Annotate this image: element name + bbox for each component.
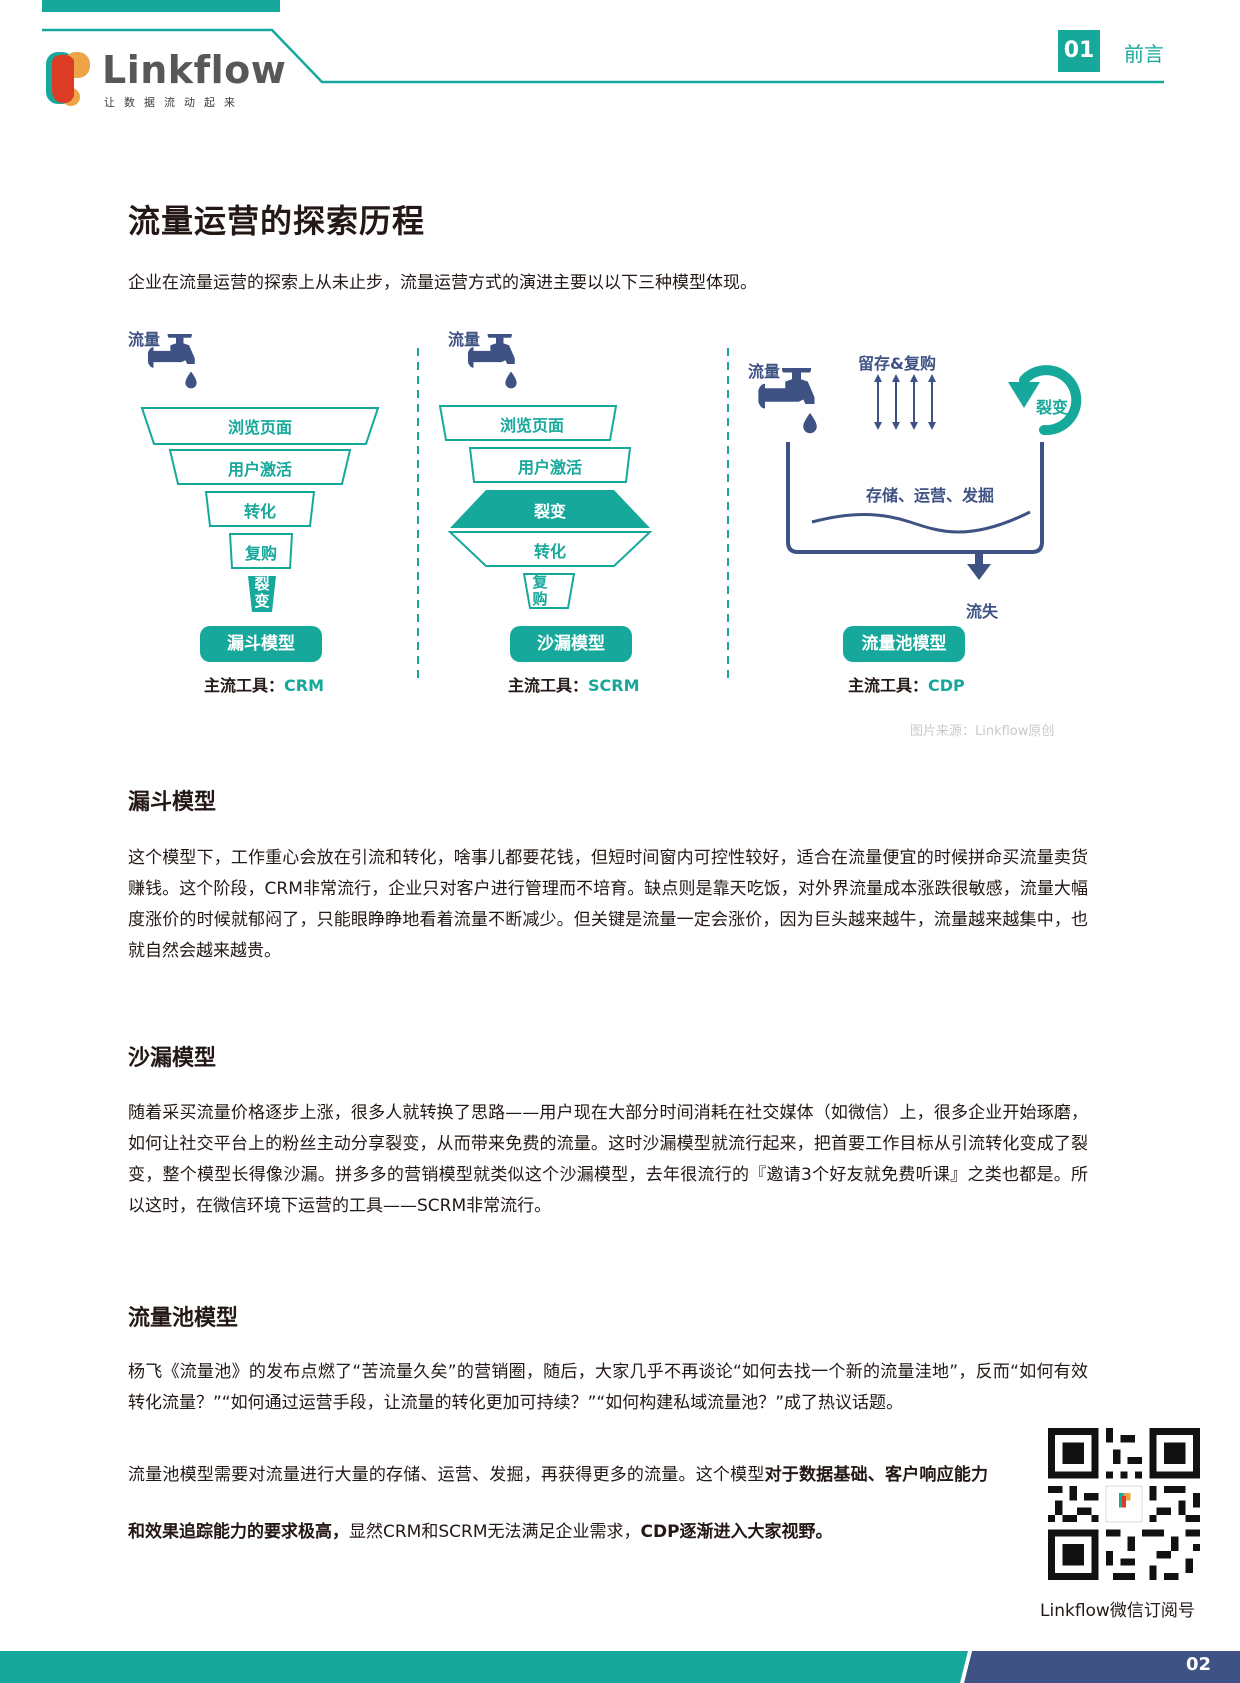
section-paragraph: 这个模型下，工作重心会放在引流和转化，啥事儿都要花钱，但短时间窗内可控性较好，适… — [128, 848, 1088, 961]
viral-label: 裂变 — [1036, 398, 1069, 417]
chapter-title: 前言 — [1124, 42, 1164, 66]
closing-bold: CDP逐渐进入大家视野。 — [640, 1522, 833, 1542]
chapter-number-badge: 01 — [1058, 30, 1100, 72]
brand-tagline: 让数据流动起来 — [104, 96, 244, 109]
header-divider-line — [42, 28, 1164, 84]
pool-model-badge: 流量池模型 — [843, 626, 965, 662]
viral-loop-icon — [1008, 365, 1082, 436]
brand-name: Linkflow — [102, 48, 287, 92]
retention-label: 留存&复购 — [858, 354, 936, 373]
tool-prefix: 主流工具： — [848, 676, 929, 695]
loss-label: 流失 — [966, 602, 999, 621]
footer-bar-navy — [964, 1651, 1240, 1683]
intro-text: 企业在流量运营的探索上从未止步，流量运营方式的演进主要以以下三种模型体现。 — [128, 273, 757, 293]
funnel-model-badge: 漏斗模型 — [200, 626, 322, 662]
pool-label: 存储、运营、发掘 — [865, 486, 994, 505]
closing-text: 显然CRM和SCRM无法满足企业需求， — [349, 1522, 641, 1542]
hourglass-shape — [438, 405, 653, 609]
hourglass-stage: 浏览页面 — [499, 416, 564, 435]
tool-name: CDP — [928, 676, 965, 695]
traffic-models-diagram: 流量 浏览页面 用户激活 转化 复购 裂变 漏斗模型 主流工具：CRM 流量 浏… — [110, 318, 1110, 698]
wechat-qr-code[interactable] — [1048, 1428, 1200, 1580]
pool-tool: 主流工具：CDP — [848, 672, 965, 696]
faucet-icon — [756, 368, 828, 440]
hourglass-stage: 裂变 — [533, 502, 566, 521]
funnel-stage: 转化 — [243, 502, 276, 521]
closing-bold: 对于数据基础、客户响应 — [764, 1465, 954, 1485]
footer-bar-teal — [0, 1651, 970, 1683]
hourglass-tool: 主流工具：SCRM — [508, 672, 640, 696]
pool-source-label: 流量 — [748, 362, 781, 381]
funnel-stage: 裂变 — [254, 575, 270, 610]
hourglass-stage: 复购 — [532, 573, 548, 608]
funnel-source-label: 流量 — [128, 330, 161, 349]
section-paragraph: 杨飞《流量池》的发布点燃了“苦流量久矣”的营销圈，随后，大家几乎不再谈论“如何去… — [128, 1362, 1088, 1413]
pool-container — [786, 442, 1044, 580]
tool-prefix: 主流工具： — [508, 676, 589, 695]
bidirectional-arrows-icon — [874, 374, 936, 430]
section-heading-pool: 流量池模型 — [128, 1306, 239, 1331]
funnel-stage: 复购 — [244, 544, 277, 563]
funnel-tool: 主流工具：CRM — [204, 672, 324, 696]
hourglass-stage: 转化 — [533, 542, 566, 561]
funnel-stage: 浏览页面 — [227, 418, 292, 437]
closing-text: 流量池模型需要对流量进行大量的存储、运营、发掘，再获得更多的流量。这个模型 — [128, 1465, 765, 1485]
tool-prefix: 主流工具： — [204, 676, 285, 695]
section-heading-funnel: 漏斗模型 — [128, 790, 217, 815]
header-accent-bar — [42, 0, 280, 12]
page-title: 流量运营的探索历程 — [128, 202, 426, 240]
page-number: 02 — [1186, 1654, 1212, 1675]
section-closing-paragraph: 流量池模型需要对流量进行大量的存储、运营、发掘，再获得更多的流量。这个模型对于数… — [128, 1447, 988, 1561]
hourglass-model-badge: 沙漏模型 — [510, 626, 632, 662]
funnel-stage: 用户激活 — [227, 460, 292, 479]
funnel-shape — [140, 407, 380, 612]
linkflow-logo-icon — [46, 52, 90, 106]
tool-name: CRM — [284, 676, 324, 695]
image-credit: 图片来源：Linkflow原创 — [910, 724, 1055, 739]
hourglass-source-label: 流量 — [448, 330, 481, 349]
section-paragraph: 随着采买流量价格逐步上涨，很多人就转换了思路——用户现在大部分时间消耗在社交媒体… — [128, 1103, 1088, 1216]
tool-name: SCRM — [588, 676, 640, 695]
section-heading-hourglass: 沙漏模型 — [128, 1046, 217, 1071]
closing-bold: 能力和效果追踪能力的要求极高， — [128, 1465, 989, 1542]
hourglass-stage: 用户激活 — [517, 458, 582, 477]
qr-caption: Linkflow微信订阅号 — [1040, 1601, 1195, 1621]
